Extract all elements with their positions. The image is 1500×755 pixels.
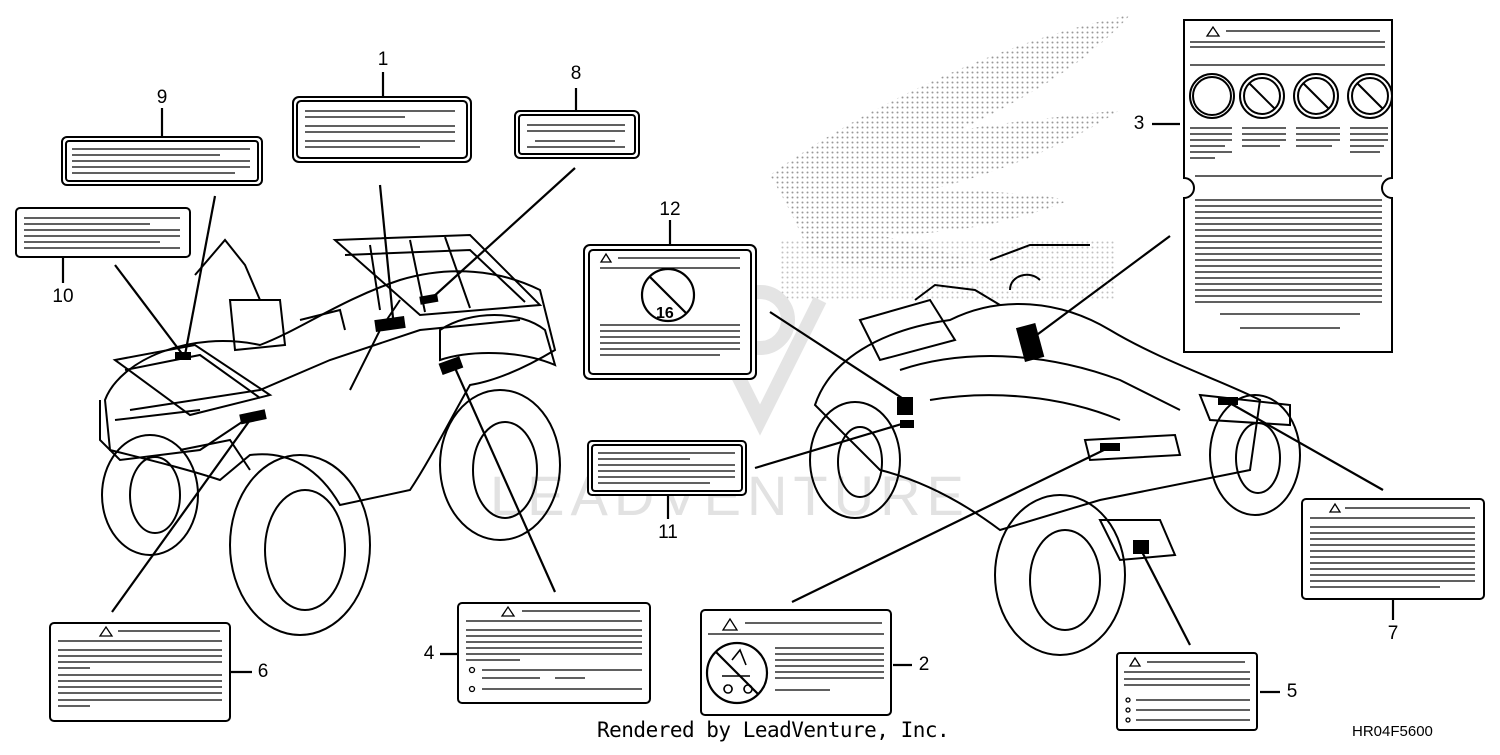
callout-4: 4 xyxy=(423,643,435,664)
callout-9: 9 xyxy=(156,87,168,108)
callout-6: 6 xyxy=(257,661,269,682)
callout-5: 5 xyxy=(1286,681,1298,702)
atv-rear-view xyxy=(809,244,1301,656)
atv-front-view xyxy=(99,233,561,636)
leader-lines xyxy=(61,72,1395,694)
no-under-16-icon xyxy=(640,267,696,323)
label-3-card xyxy=(1183,19,1393,353)
label-12-sign-text: 16 xyxy=(656,305,674,322)
callout-11: 11 xyxy=(658,522,678,543)
label-7-card xyxy=(1301,498,1485,600)
label-4-card xyxy=(457,602,651,704)
honda-wing-logo xyxy=(770,15,1130,300)
label-6-card xyxy=(49,622,231,722)
callout-3: 3 xyxy=(1133,113,1145,134)
callout-7: 7 xyxy=(1387,623,1399,644)
callout-2: 2 xyxy=(918,654,930,675)
callout-10: 10 xyxy=(52,286,74,307)
label-12-card xyxy=(583,244,757,380)
diagram-code: HR04F5600 xyxy=(1352,723,1433,740)
atv-rear-label-spots xyxy=(897,322,1238,554)
atv-front-label-spots xyxy=(175,293,464,425)
callout-1: 1 xyxy=(377,49,389,70)
label-5-card xyxy=(1116,652,1258,731)
callout-12: 12 xyxy=(659,199,681,220)
prohibited-icon-2 xyxy=(1293,73,1339,119)
label-1-card xyxy=(292,96,472,163)
label-8-card xyxy=(514,110,640,159)
label-2-card xyxy=(700,609,892,716)
callout-8: 8 xyxy=(570,63,582,84)
no-passenger-icon xyxy=(705,641,769,705)
footer-credit: Rendered by LeadVenture, Inc. xyxy=(597,718,950,742)
prohibited-icon-1 xyxy=(1239,73,1285,119)
label-10-card xyxy=(15,207,191,258)
prohibited-icon-3 xyxy=(1347,73,1393,119)
label-11-card xyxy=(587,440,747,496)
label-9-card xyxy=(61,136,263,186)
